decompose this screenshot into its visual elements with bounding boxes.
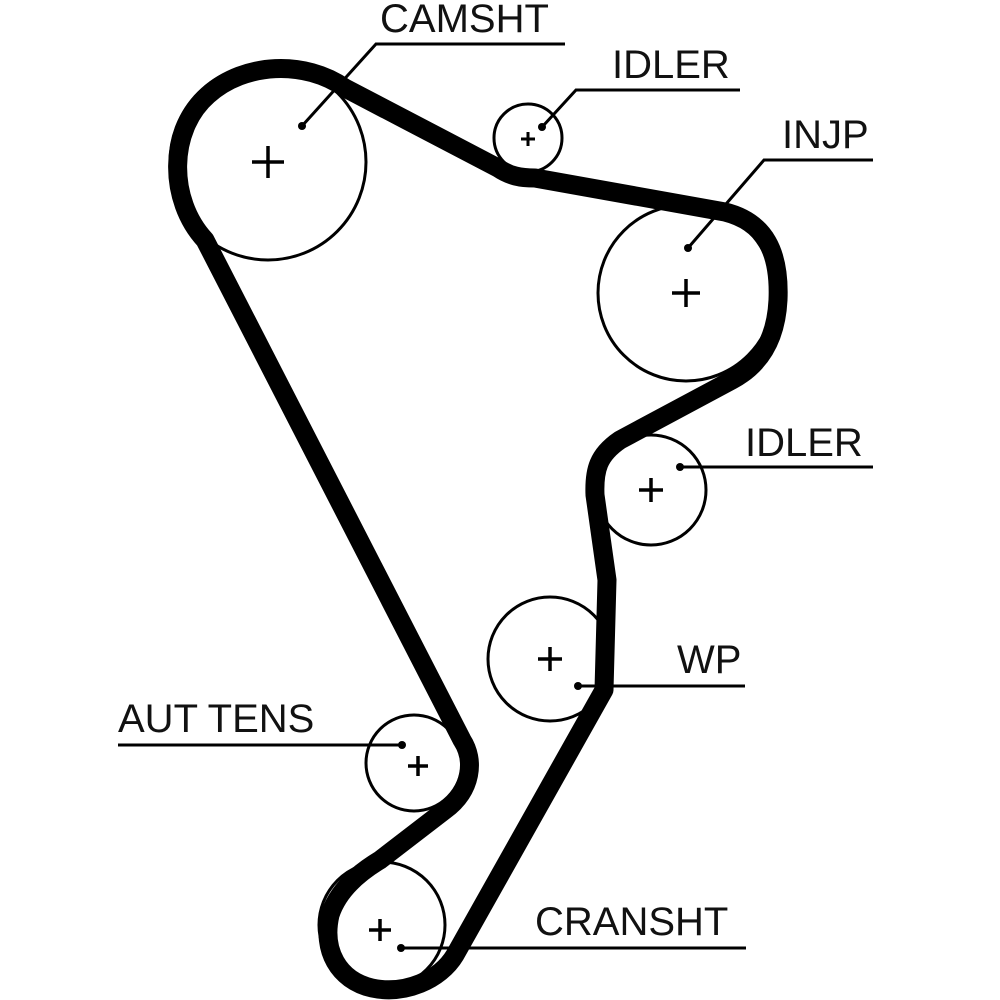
label-idler-top: IDLER [612, 43, 730, 87]
label-auto-tensioner: AUT TENS [118, 697, 314, 741]
leader-water-pump [574, 682, 745, 690]
center-cross-icon [521, 132, 535, 146]
center-cross-icon [538, 647, 562, 671]
timing-belt [168, 59, 788, 1000]
leader-idler-mid [676, 463, 873, 471]
leader-auto-tensioner [118, 741, 406, 749]
label-camshaft: CAMSHT [380, 0, 549, 41]
leader-camshaft [298, 42, 565, 130]
leader-idler-top [538, 88, 740, 131]
label-water-pump: WP [677, 638, 741, 682]
label-idler-mid: IDLER [745, 421, 863, 465]
label-injection-pump: INJP [782, 113, 869, 157]
center-cross-icon [369, 919, 391, 941]
leader-crankshaft [397, 944, 746, 952]
leader-injection-pump [684, 158, 873, 252]
center-cross-icon [408, 756, 428, 776]
label-crankshaft: CRANSHT [535, 900, 728, 944]
center-cross-icon [639, 478, 663, 502]
center-cross-icon [672, 279, 700, 307]
center-cross-icon [252, 146, 284, 178]
